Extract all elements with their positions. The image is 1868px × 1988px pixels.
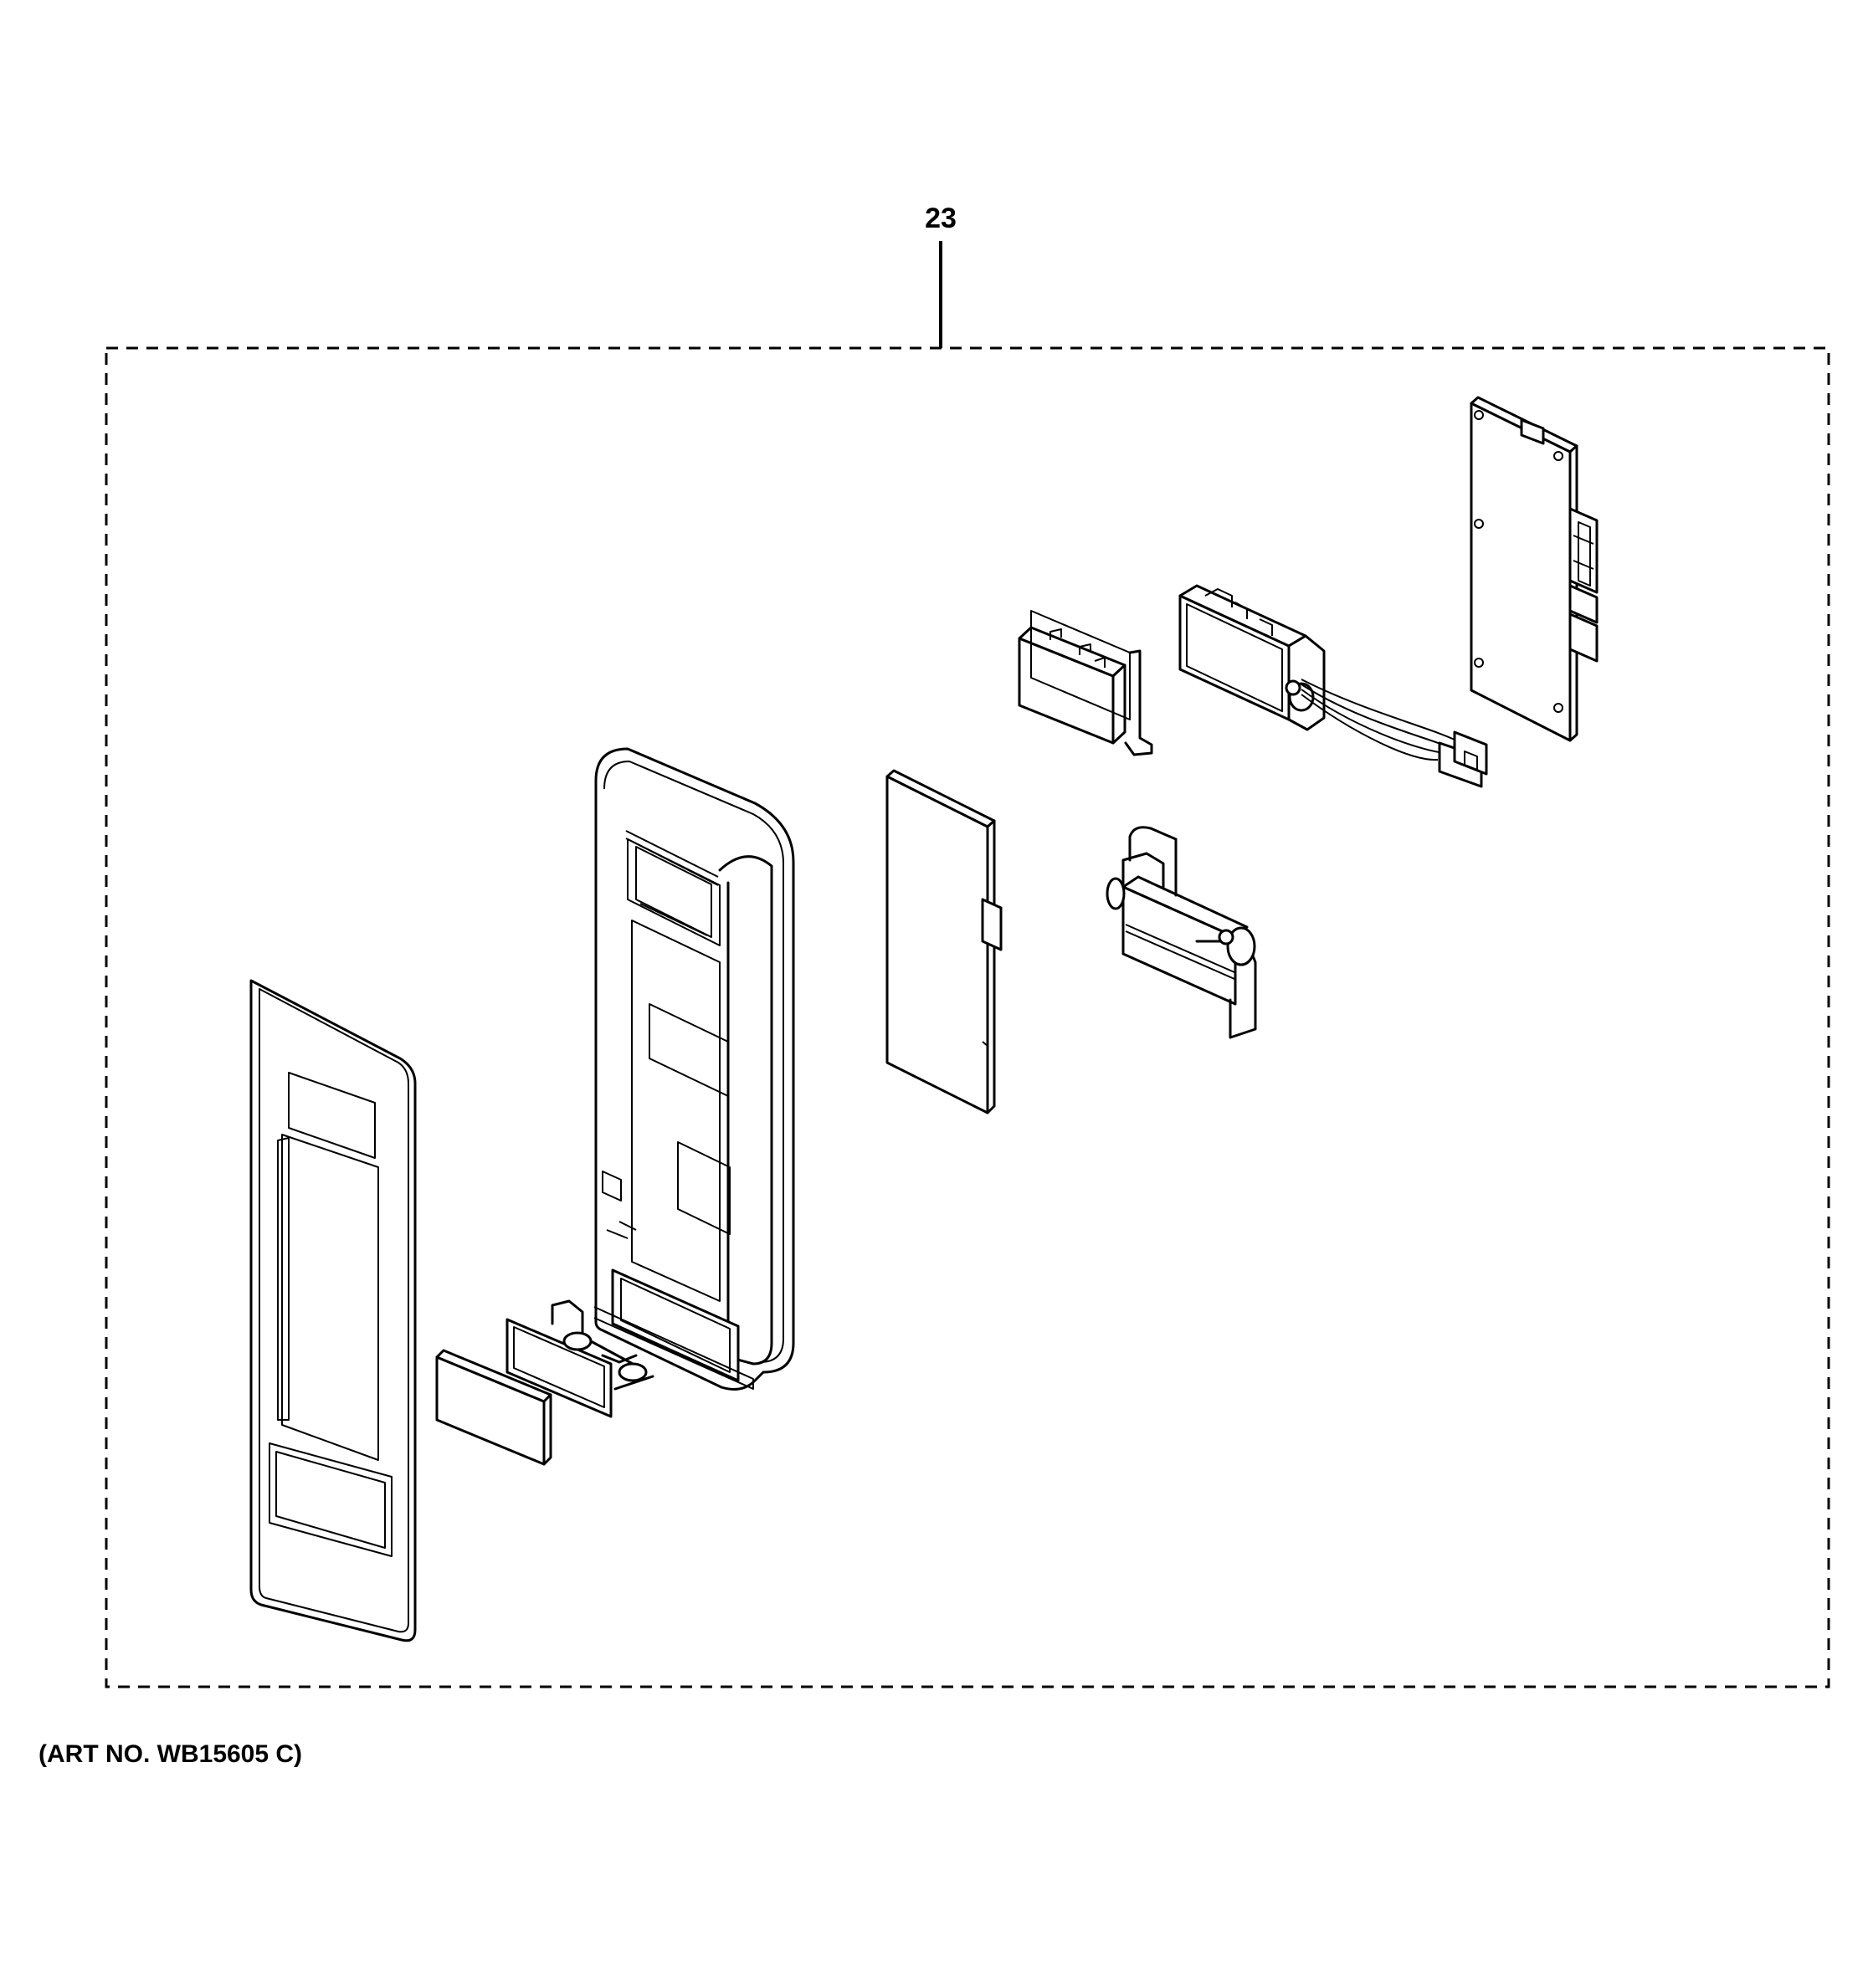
control-panel-frame xyxy=(593,747,795,1391)
assembly-boundary xyxy=(105,346,1830,1688)
art-number-caption: (ART NO. WB15605 C) xyxy=(38,1740,302,1768)
door-switch xyxy=(1106,826,1257,1039)
display-board xyxy=(885,769,1003,1114)
latch-switch xyxy=(1018,610,1153,756)
control-panel-overlay xyxy=(249,979,417,1642)
button-cap xyxy=(505,1299,654,1418)
key-pad xyxy=(435,1349,552,1466)
callout-number: 23 xyxy=(925,202,957,234)
main-control-board xyxy=(1470,396,1599,742)
switch-assembly-with-harness xyxy=(1178,584,1488,788)
